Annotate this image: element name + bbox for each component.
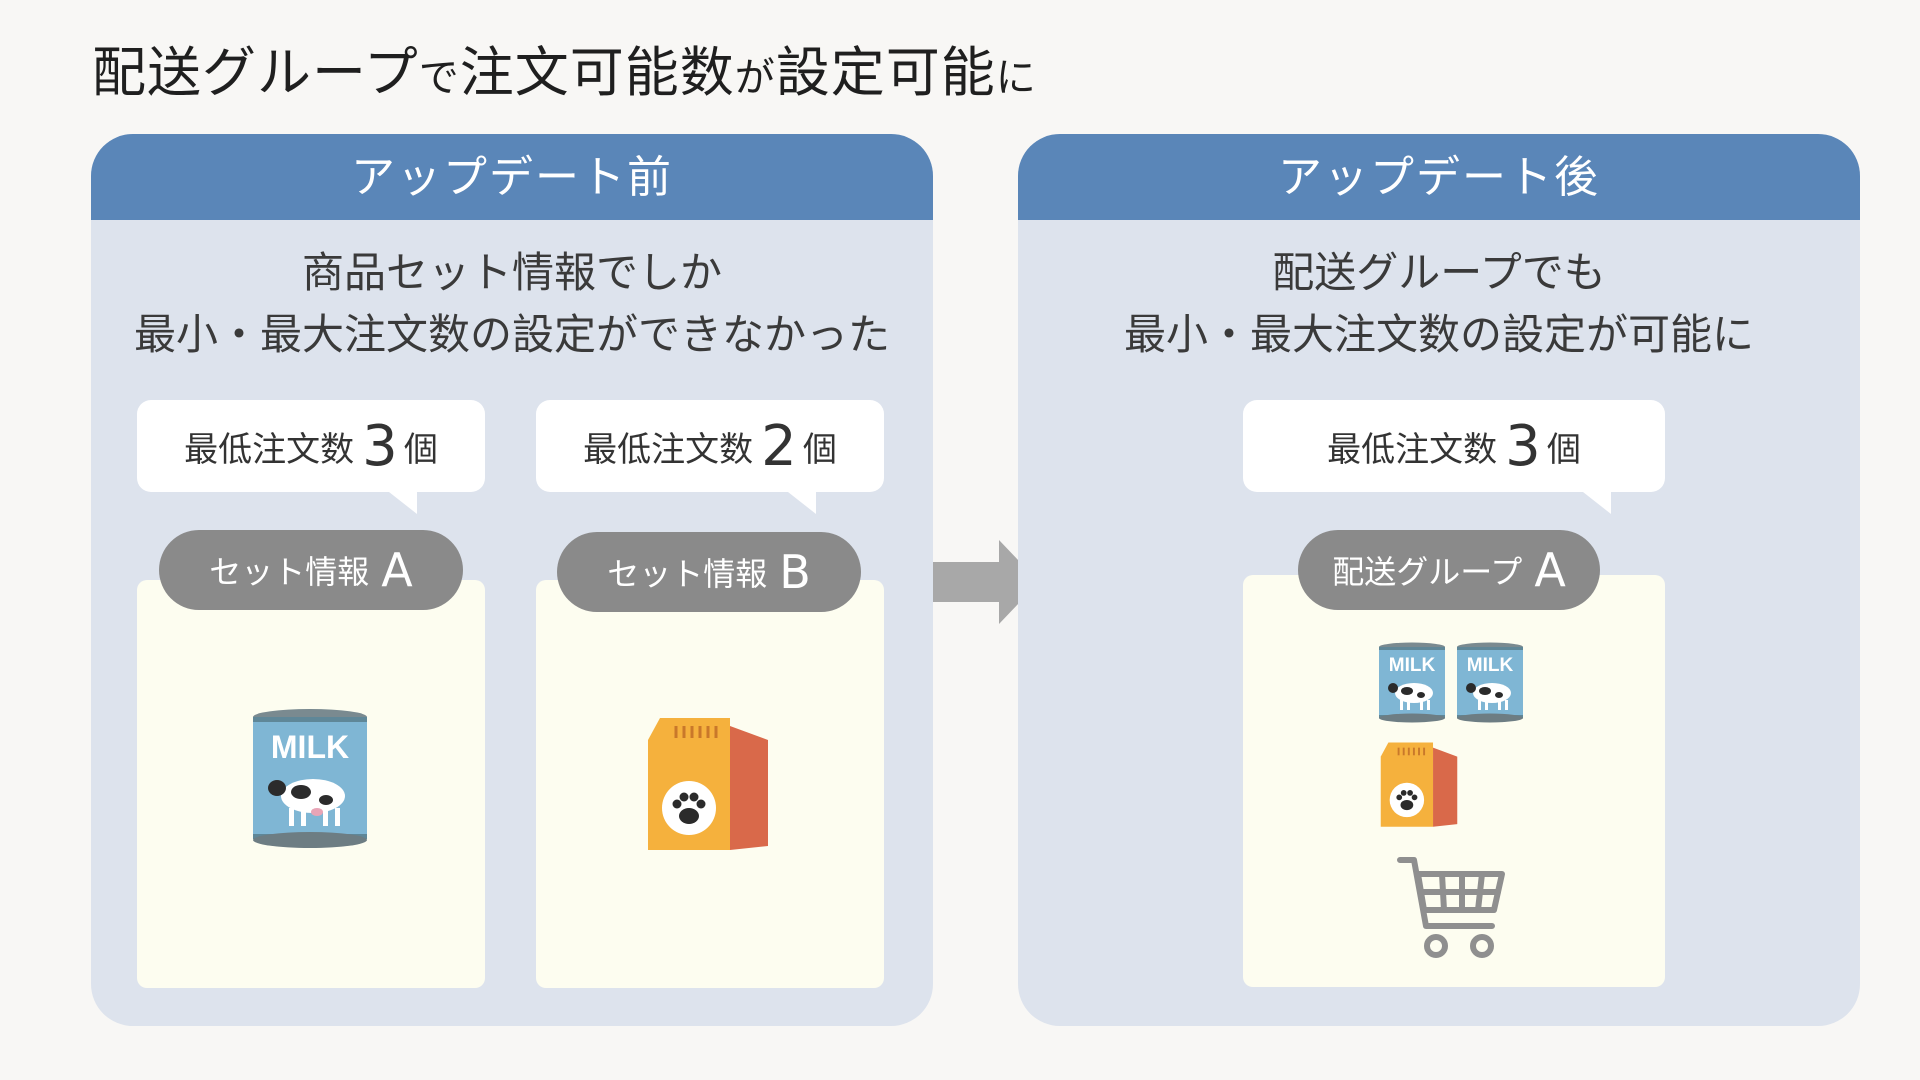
before-header: アップデート前 <box>91 134 933 220</box>
right-arrow-icon <box>933 540 1039 624</box>
svg-text:MILK: MILK <box>271 729 349 765</box>
page-title: 配送グループで注文可能数が設定可能に <box>92 41 1037 104</box>
shopping-cart-icon <box>1397 857 1505 958</box>
before-panel: アップデート前 商品セット情報でしか 最小・最大注文数の設定ができなかった 最低… <box>91 134 933 1026</box>
svg-text:MILK: MILK <box>1389 655 1436 676</box>
milk-can-icon: MILK <box>1379 642 1445 723</box>
milk-can-icon: MILK <box>1457 642 1523 723</box>
after-header: アップデート後 <box>1018 134 1860 220</box>
before-description: 商品セット情報でしか 最小・最大注文数の設定ができなかった <box>133 248 890 359</box>
milk-can-icon: MILK <box>253 709 367 848</box>
pet-food-bag-icon <box>1380 742 1458 827</box>
svg-text:MILK: MILK <box>1467 655 1514 676</box>
pet-food-bag-icon <box>648 718 768 850</box>
after-description: 配送グループでも 最小・最大注文数の設定が可能に <box>1123 248 1754 359</box>
